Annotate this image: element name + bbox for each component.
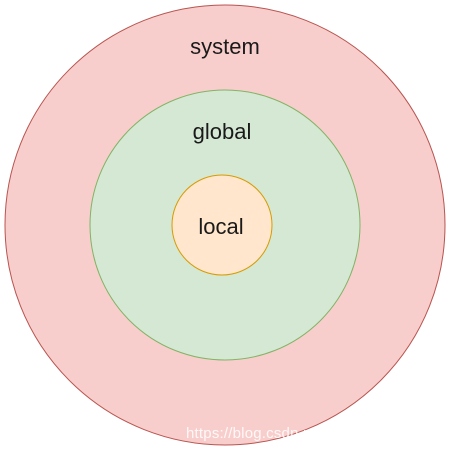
ring-system-label: system: [190, 34, 260, 59]
ring-local: [171, 174, 273, 276]
ring-local-label: local: [198, 214, 243, 239]
watermark-text: https://blog.csdn.net/...: [186, 425, 342, 442]
ring-global-label: global: [193, 119, 252, 144]
